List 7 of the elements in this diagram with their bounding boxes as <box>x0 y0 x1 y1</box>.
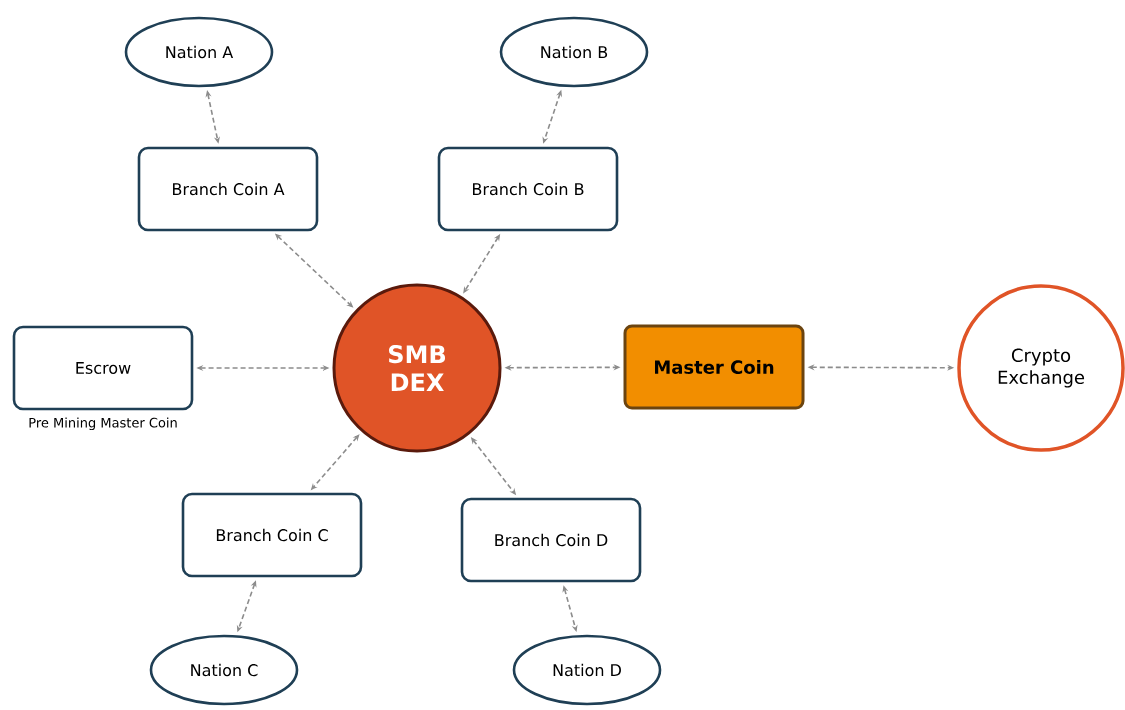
coin-box: Escrow <box>12 325 194 411</box>
node-label: Pre Mining Master Coin <box>29 417 177 431</box>
coin-box: Branch Coin B <box>437 146 619 232</box>
coin-box: Branch Coin C <box>181 492 363 578</box>
coin-box: Branch Coin A <box>137 146 319 232</box>
master-box: Master Coin <box>623 324 805 410</box>
coin-box: Branch Coin D <box>460 497 642 583</box>
